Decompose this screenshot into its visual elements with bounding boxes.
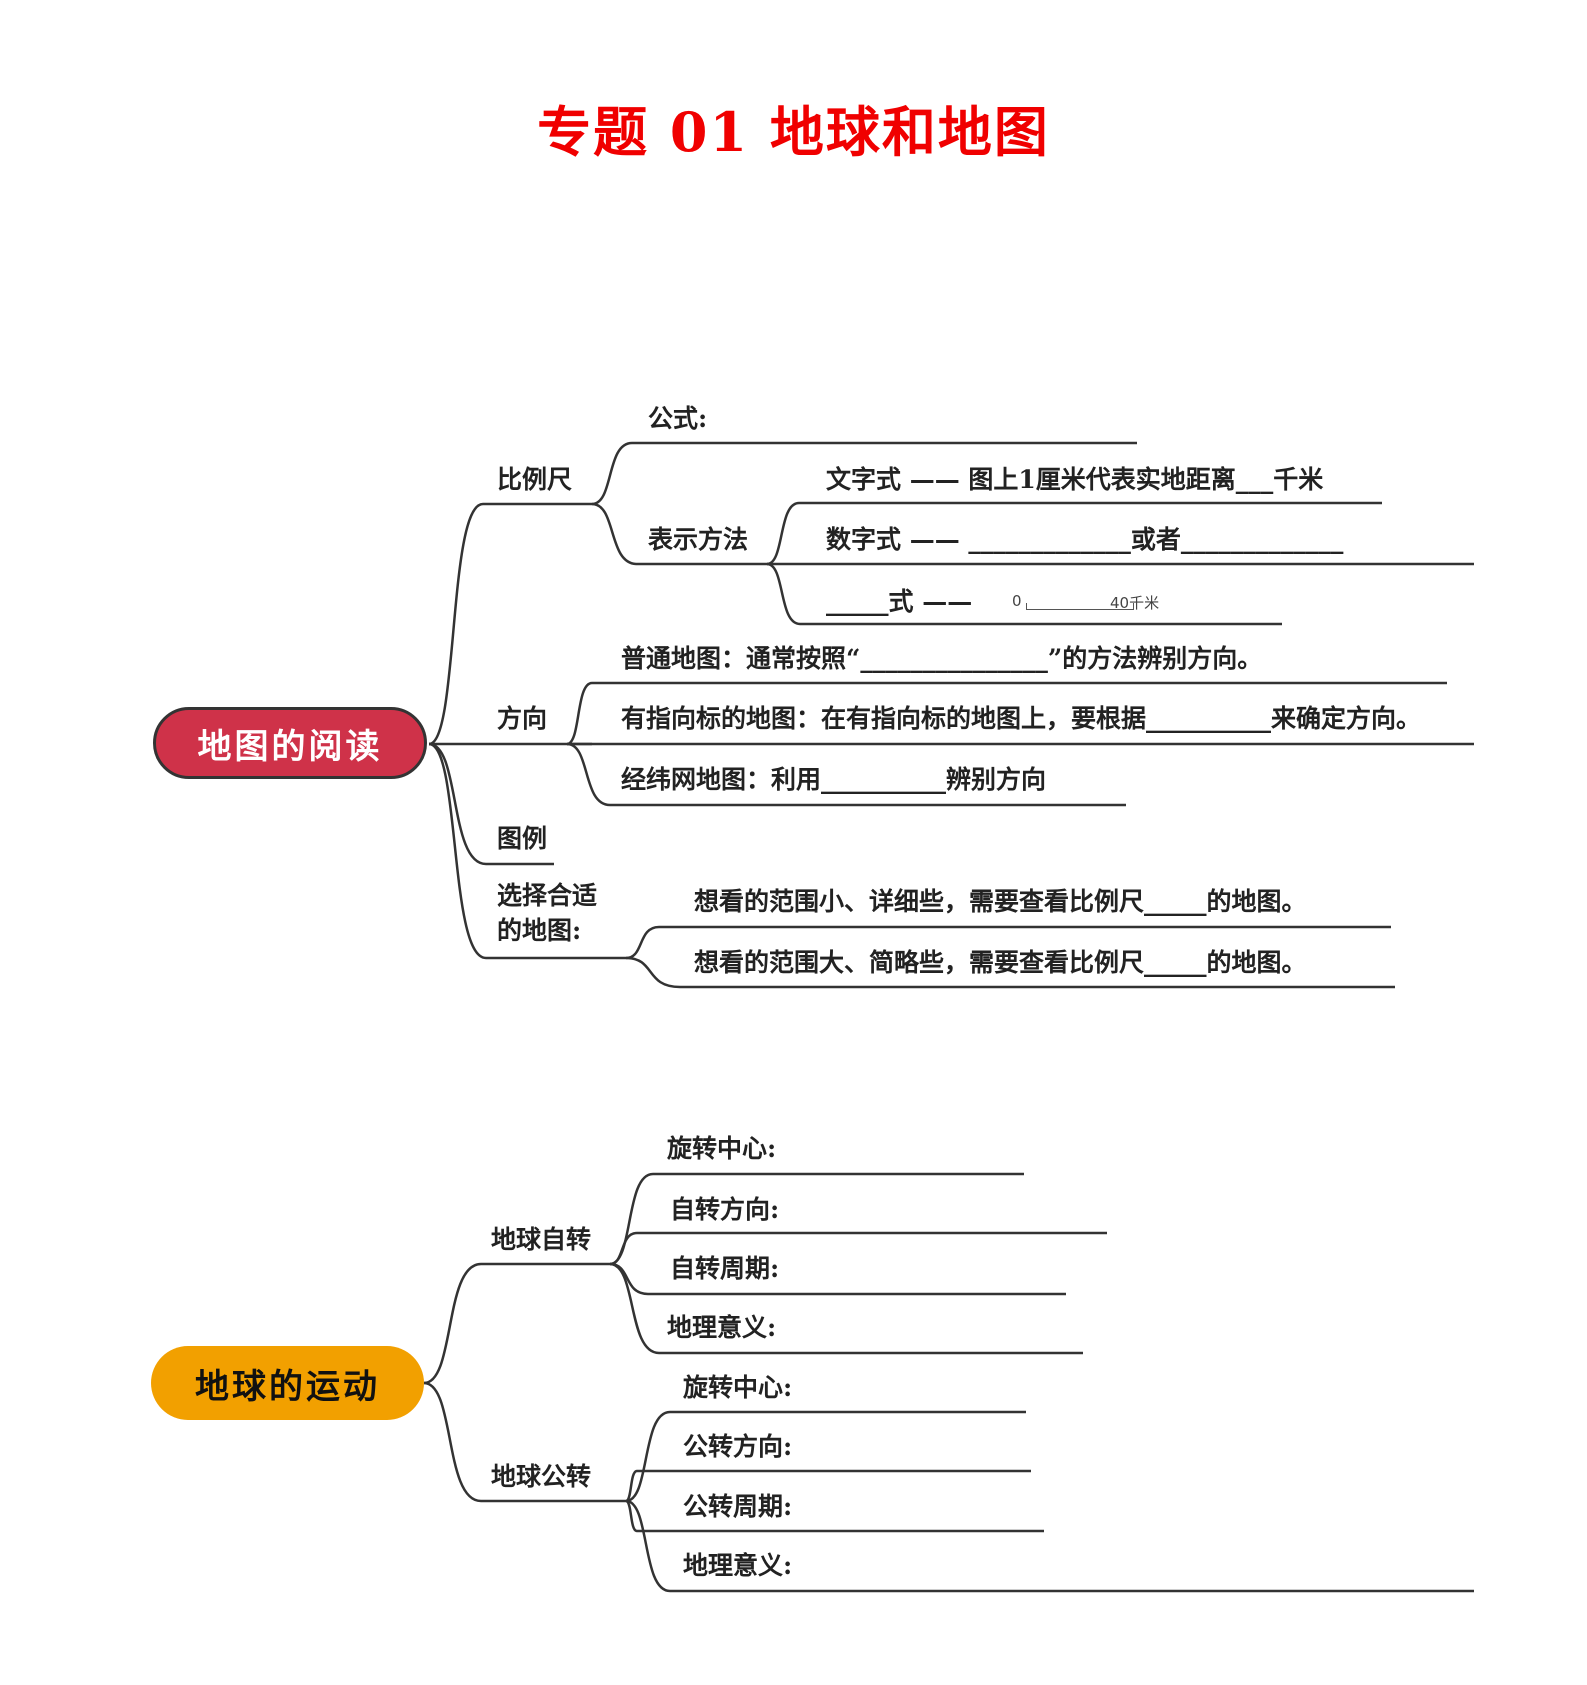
revolution-item: 公转方向: (683, 1432, 793, 1461)
scale-number-form: 数字式 —— _____________或者_____________ (826, 525, 1344, 554)
connector-line (609, 1262, 1083, 1355)
direction-item: 有指向标的地图：在有指向标的地图上，要根据__________来确定方向。 (621, 704, 1422, 733)
connector-line (428, 742, 626, 960)
revolution-item: 地理意义: (683, 1551, 793, 1580)
root-node-map-reading: 地图的阅读 (153, 707, 427, 779)
connector-line (566, 742, 1126, 807)
connector-line (625, 956, 1395, 989)
connector-line (766, 562, 1282, 626)
branch-legend: 图例 (497, 824, 548, 853)
scale-formula: 公式: (648, 404, 708, 433)
page-title: 专题 01 地球和地图 (537, 100, 1050, 164)
rotation-item: 旋转中心: (667, 1134, 777, 1163)
scale-bar-end: 40千米 (1110, 594, 1160, 612)
connector-line (625, 1499, 1474, 1593)
connector-line (609, 1231, 1107, 1266)
branch-rotation: 地球自转 (491, 1225, 592, 1254)
connector-line (423, 1262, 610, 1385)
connector-line (428, 742, 554, 866)
scale-methods: 表示方法 (648, 525, 749, 554)
branch-choose-line2: 的地图: (497, 916, 582, 945)
connector-line (423, 1381, 626, 1503)
scale-text-form: 文字式 —— 图上1厘米代表实地距离___千米 (826, 465, 1324, 494)
scale-bar-start: 0 (1012, 592, 1022, 610)
rotation-item: 地理意义: (667, 1313, 777, 1342)
revolution-item: 公转周期: (683, 1492, 793, 1521)
direction-item: 普通地图：通常按照“_______________”的方法辨别方向。 (621, 644, 1263, 673)
connector-line (625, 925, 1391, 960)
branch-scale: 比例尺 (497, 465, 573, 494)
connector-line (766, 501, 1382, 566)
connector-line (591, 441, 1137, 506)
revolution-item: 旋转中心: (683, 1373, 793, 1402)
choose-item: 想看的范围大、简略些，需要查看比例尺_____的地图。 (694, 948, 1307, 977)
direction-item: 经纬网地图：利用__________辨别方向 (621, 765, 1047, 794)
scale-line-form: _____式 —— (826, 587, 973, 616)
rotation-item: 自转周期: (670, 1254, 780, 1283)
branch-revolution: 地球公转 (491, 1462, 592, 1491)
connector-line (591, 502, 767, 566)
branch-direction: 方向 (497, 704, 548, 733)
connector-line (625, 1410, 1026, 1503)
connector-line (566, 681, 1447, 746)
rotation-item: 自转方向: (670, 1195, 780, 1224)
choose-item: 想看的范围小、详细些，需要查看比例尺_____的地图。 (694, 887, 1307, 916)
root-node-earth-motion: 地球的运动 (151, 1346, 424, 1420)
scale-bar (1026, 603, 1134, 610)
connector-line (428, 502, 592, 746)
branch-choose-line1: 选择合适 (497, 881, 598, 910)
